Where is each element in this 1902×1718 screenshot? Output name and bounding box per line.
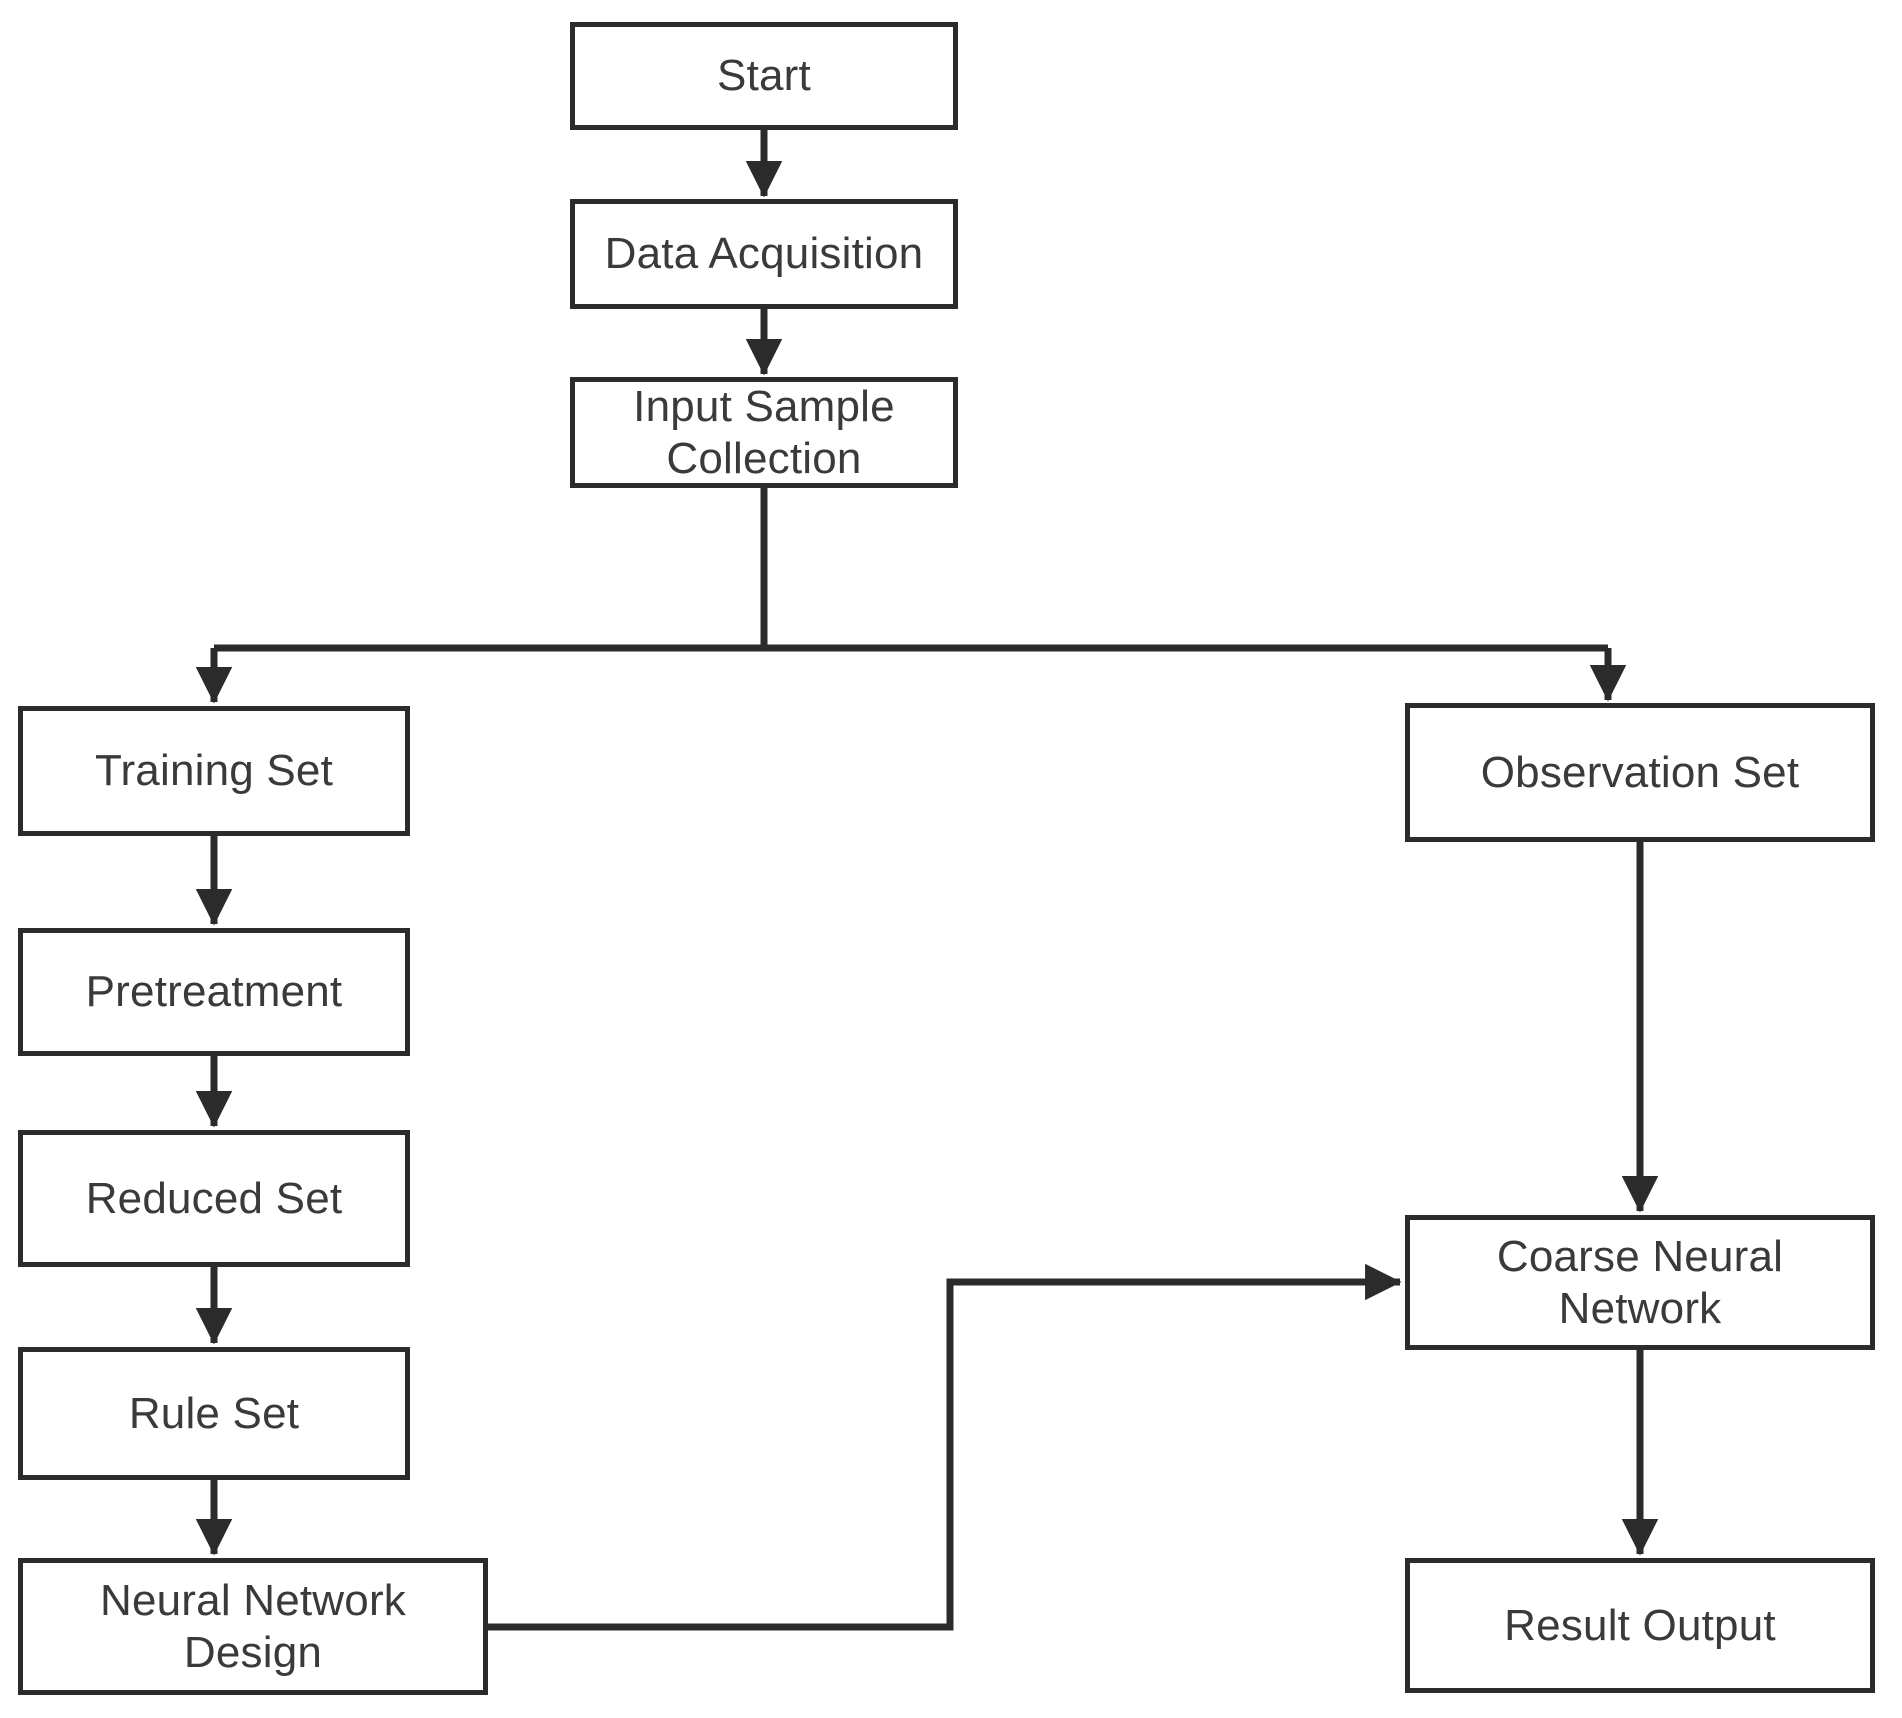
node-rule-set-label: Rule Set (128, 1388, 300, 1438)
edge-neural-network-design-to-coarse-neural-network (488, 1263, 1402, 1631)
node-result-output[interactable]: Result Output (1405, 1558, 1875, 1693)
node-training-set[interactable]: Training Set (18, 706, 410, 836)
node-pretreatment-label: Pretreatment (85, 967, 343, 1017)
node-coarse-neural-network[interactable]: Coarse Neural Network (1405, 1215, 1875, 1350)
node-pretreatment[interactable]: Pretreatment (18, 928, 410, 1056)
node-reduced-set[interactable]: Reduced Set (18, 1130, 410, 1267)
node-neural-network-design-label: Neural Network Design (99, 1575, 406, 1677)
node-data-acquisition-label: Data Acquisition (604, 229, 924, 279)
node-data-acquisition[interactable]: Data Acquisition (570, 199, 958, 309)
node-result-output-label: Result Output (1504, 1600, 1776, 1650)
node-rule-set[interactable]: Rule Set (18, 1347, 410, 1480)
node-start[interactable]: Start (570, 22, 958, 130)
node-neural-network-design[interactable]: Neural Network Design (18, 1558, 488, 1695)
node-coarse-neural-network-label: Coarse Neural Network (1496, 1231, 1784, 1333)
node-input-sample-collection[interactable]: Input Sample Collection (570, 377, 958, 488)
node-reduced-set-label: Reduced Set (85, 1173, 343, 1223)
node-training-set-label: Training Set (95, 746, 333, 796)
node-start-label: Start (717, 51, 811, 101)
node-input-sample-collection-label: Input Sample Collection (633, 381, 895, 483)
node-observation-set-label: Observation Set (1480, 747, 1800, 797)
node-observation-set[interactable]: Observation Set (1405, 703, 1875, 842)
